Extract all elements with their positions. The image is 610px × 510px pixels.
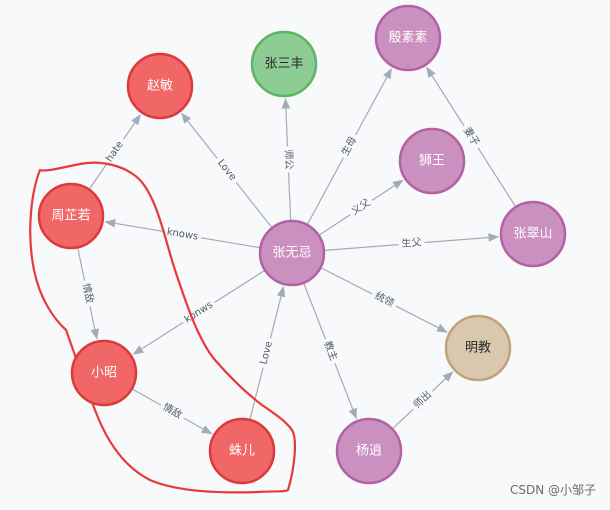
edge-zhangwuji-mingjiao[interactable]: 统领	[321, 267, 448, 333]
node-circle[interactable]	[37, 182, 105, 250]
edge-zhangwuji-zhangcuishan[interactable]: 生父	[324, 233, 500, 252]
edge-label-background	[346, 194, 376, 221]
edge-zhangwuji-yangxiao[interactable]: 教主	[303, 283, 357, 420]
node-circle[interactable]	[70, 339, 138, 407]
node-zhaomin[interactable]: 赵敏	[126, 52, 194, 120]
edge-label: knows	[166, 227, 199, 243]
node-label: 狮王	[419, 154, 445, 169]
edge-label-background	[408, 386, 438, 415]
edge-zhangwuji-zhaomin[interactable]: Love	[181, 112, 273, 228]
edge-zhangwuji-yinsusu[interactable]: 生母	[307, 67, 392, 225]
node-label: 小昭	[91, 366, 117, 381]
node-xiaozhao[interactable]: 小昭	[70, 339, 138, 407]
node-zhangwuji[interactable]: 张无忌	[258, 219, 326, 287]
edge-label-background	[458, 122, 484, 152]
edge-zhangwuji-xiaozhao[interactable]: konws	[132, 270, 265, 355]
watermark: CSDN @小邹子	[509, 483, 596, 497]
node-circle[interactable]	[335, 417, 403, 485]
node-yangxiao[interactable]: 杨逍	[335, 417, 403, 485]
edge-zhangwuji-shiwang[interactable]: 义父	[319, 179, 404, 236]
edge-label: 生父	[401, 235, 422, 250]
edge-xiaozhao-zhuer[interactable]: 情敌	[132, 388, 213, 435]
node-circle[interactable]	[258, 219, 326, 287]
node-yinsusu[interactable]: 殷素素	[374, 4, 442, 72]
node-circle[interactable]	[374, 4, 442, 72]
edge-label-background	[77, 279, 97, 308]
node-zhangcuishan[interactable]: 张翠山	[499, 200, 567, 268]
node-zhuer[interactable]: 蛛儿	[208, 417, 276, 485]
node-zhangsanfeng[interactable]: 张三丰	[250, 30, 318, 98]
node-circle[interactable]	[250, 30, 318, 98]
node-circle[interactable]	[499, 200, 567, 268]
edge-zhoizhiruo-xiaozhao[interactable]: 情敌	[77, 248, 100, 340]
edge-label-background	[369, 287, 399, 313]
edge-label-background	[163, 224, 202, 245]
edge-label-background	[337, 131, 362, 162]
edge-label-background	[157, 399, 187, 424]
node-label: 张三丰	[264, 57, 303, 72]
edge-zhoizhiruo-zhaomin[interactable]: hate	[89, 113, 141, 190]
node-circle[interactable]	[126, 52, 194, 120]
edge-zhangwuji-zhoizhiruo[interactable]: knows	[104, 219, 260, 249]
node-zhoizhiruo[interactable]: 周芷若	[37, 182, 105, 250]
edge-label: 师公	[282, 149, 296, 170]
node-shiwang[interactable]: 狮王	[398, 127, 466, 195]
edge-zhuer-zhangwuji[interactable]: Love	[249, 285, 286, 420]
node-label: 赵敏	[147, 79, 173, 94]
node-circle[interactable]	[208, 417, 276, 485]
edge-label-background	[211, 154, 242, 187]
node-label: 张翠山	[513, 227, 552, 242]
node-label: 殷素素	[388, 31, 427, 46]
node-label: 明教	[465, 340, 491, 356]
node-mingjiao[interactable]: 明教	[444, 314, 512, 382]
node-label: 张无忌	[272, 246, 311, 261]
edge-label: 情敌	[80, 282, 97, 304]
node-label: 杨逍	[356, 444, 382, 459]
edge-zhangwuji-zhangsanfeng[interactable]: 师公	[280, 97, 296, 221]
node-circle[interactable]	[398, 127, 466, 195]
node-circle[interactable]	[444, 314, 512, 382]
node-label: 周芷若	[51, 208, 90, 224]
edge-label-background	[280, 146, 296, 173]
edge-yangxiao-mingjiao[interactable]: 师出	[392, 371, 454, 429]
edge-label-background	[256, 336, 278, 370]
hand-drawn-annotation-loop	[29, 161, 297, 494]
edge-label-background	[179, 296, 219, 329]
edge-label-background	[100, 135, 130, 169]
edge-label-background	[318, 336, 342, 366]
edge-label-background	[397, 235, 426, 252]
node-label: 蛛儿	[229, 444, 255, 459]
